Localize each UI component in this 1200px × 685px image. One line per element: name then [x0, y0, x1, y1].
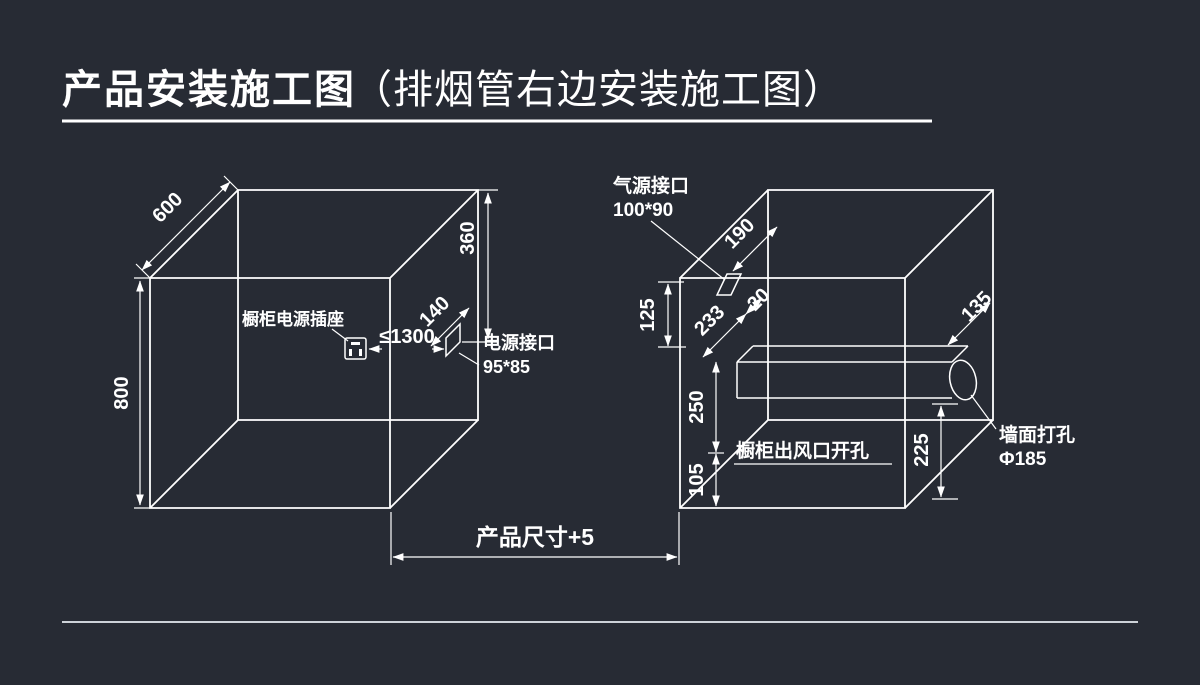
dim-depth-600: 600	[135, 175, 239, 279]
dim-duct-depth-233: 233	[690, 301, 747, 358]
distance-label: ≤1300	[379, 326, 434, 348]
outlet-callout: 橱柜出风口开孔	[734, 439, 892, 465]
dim-hole-to-bottom-label: 225	[911, 433, 933, 466]
dim-side-top-125: 125	[637, 281, 686, 348]
dim-duct-clearance-label: 20	[743, 284, 774, 315]
distance-1300: ≤1300	[368, 326, 445, 353]
wall-hole-label-1: 墙面打孔	[999, 423, 1075, 446]
socket-label: 橱柜电源插座	[242, 309, 344, 329]
power-socket-icon	[344, 337, 367, 360]
product-size-label: 产品尺寸+5	[476, 524, 594, 550]
power-port-callout: 电源接口 95*85	[445, 322, 555, 377]
wall-hole-label-2: Φ185	[999, 449, 1047, 470]
dim-top-to-port-label: 360	[457, 221, 479, 254]
dim-height-800: 800	[111, 277, 150, 509]
gas-port-label-1: 气源接口	[612, 174, 689, 197]
dim-outlet-height-label: 250	[686, 390, 708, 423]
outlet-label: 橱柜出风口开孔	[735, 439, 869, 462]
wall-hole-ellipse	[948, 359, 978, 401]
exhaust-duct	[736, 345, 969, 399]
gas-port-callout: 气源接口 100*90	[612, 174, 743, 296]
gas-port-opening	[715, 273, 743, 296]
power-port-opening	[445, 322, 461, 358]
wall-hole-callout: 墙面打孔 Φ185	[970, 394, 1075, 470]
dim-side-top-label: 125	[637, 298, 659, 331]
dim-duct-clearance-20: 20	[743, 284, 774, 315]
gas-port-label-2: 100*90	[613, 200, 673, 221]
left-cabinet: 600 800 360 140 橱柜电源插座	[111, 175, 555, 509]
dim-outlet-height-250: 250	[686, 361, 724, 454]
right-cabinet-wireframe	[679, 189, 994, 509]
header: 产品安装施工图 （排烟管右边安装施工图）	[62, 68, 932, 123]
dim-hole-edge-label: 135	[957, 287, 996, 326]
cabinet-socket-callout: 橱柜电源插座	[242, 309, 367, 360]
dim-outlet-to-bottom-105: 105	[686, 453, 720, 507]
power-port-label-2: 95*85	[483, 357, 530, 377]
dim-gas-port-depth-label: 190	[720, 214, 759, 253]
power-port-label-1: 电源接口	[483, 332, 555, 353]
dim-outlet-to-bottom-label: 105	[686, 463, 708, 496]
dim-hole-to-bottom-225: 225	[911, 403, 958, 500]
dim-hole-edge-135: 135	[947, 287, 996, 346]
dim-depth-label: 600	[148, 188, 187, 227]
page-title: 产品安装施工图	[62, 68, 356, 112]
dim-duct-depth-label: 233	[690, 301, 729, 340]
product-size-dimension: 产品尺寸+5	[390, 512, 680, 565]
left-cabinet-wireframe	[149, 189, 479, 509]
dim-height-label: 800	[111, 376, 133, 409]
page-subtitle: （排烟管右边安装施工图）	[352, 68, 844, 112]
right-cabinet: 气源接口 100*90 190 125 233 20	[612, 174, 1075, 509]
